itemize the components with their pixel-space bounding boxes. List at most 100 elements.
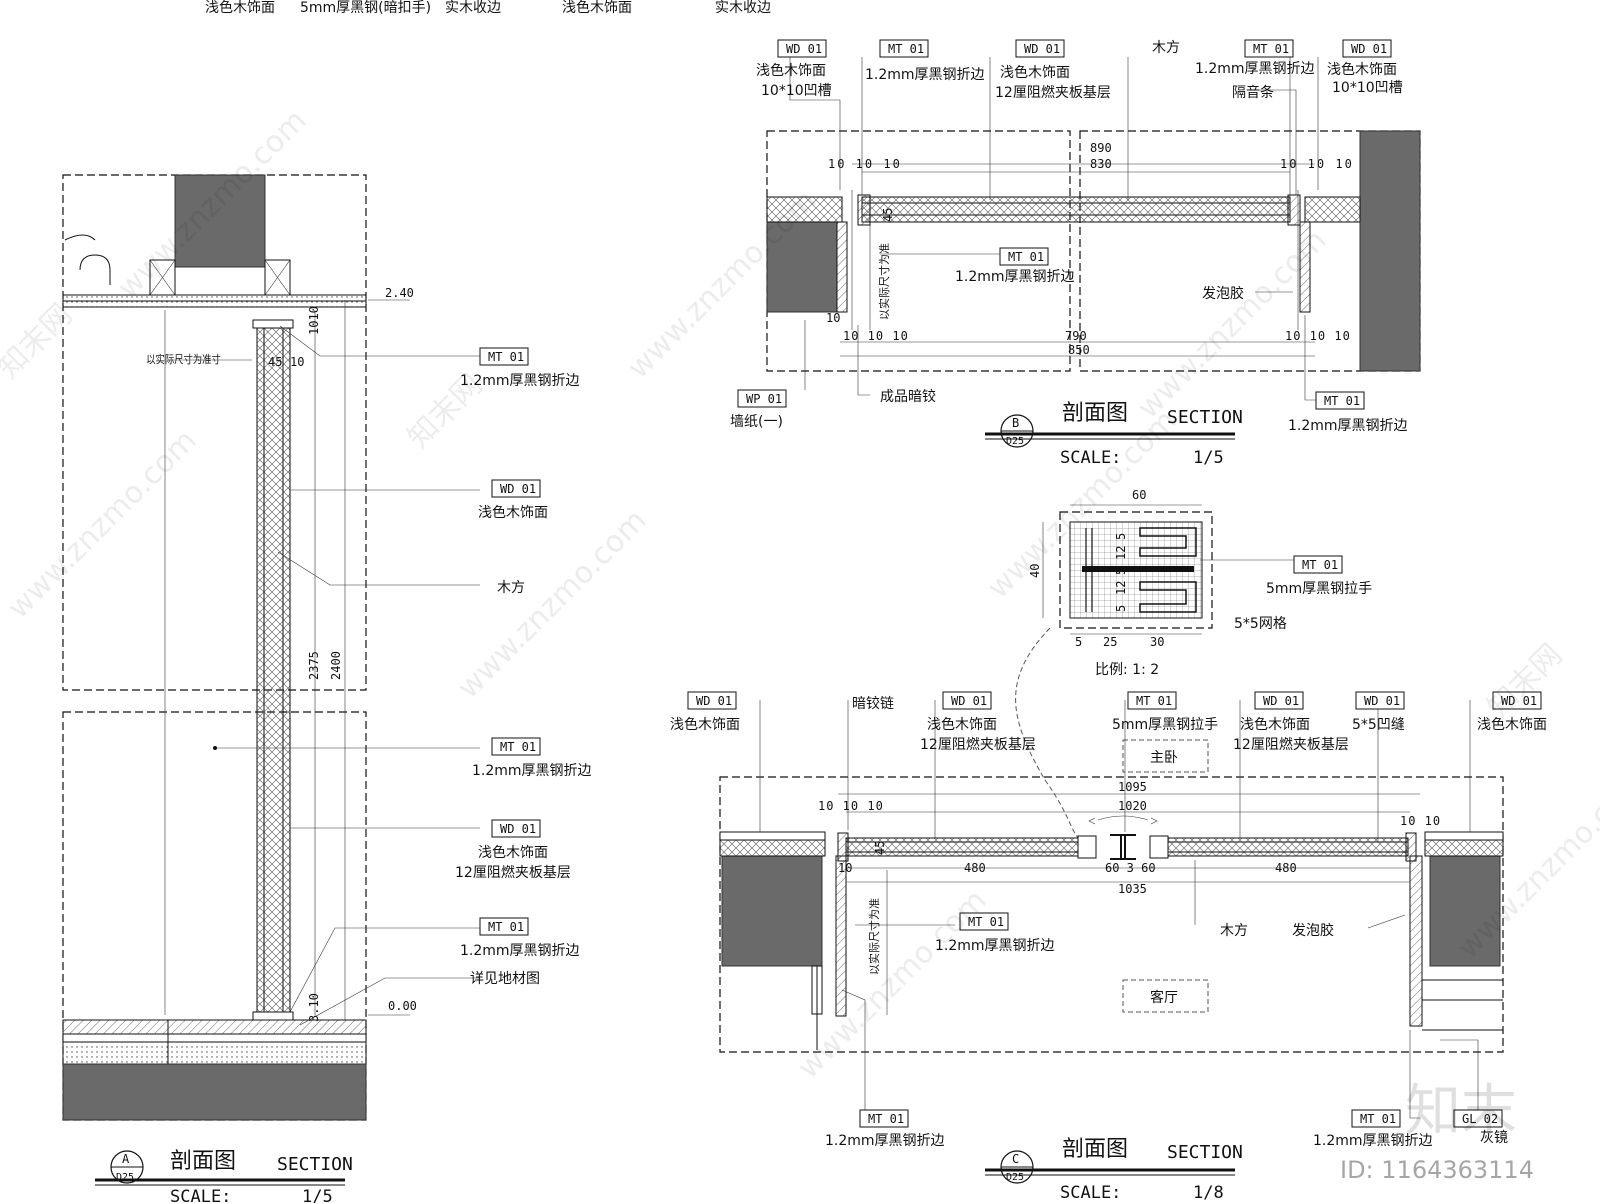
dim-b-830: 830 bbox=[1090, 157, 1112, 171]
dim-c-1020: 1020 bbox=[1118, 799, 1147, 813]
watermark-logo: 知末 bbox=[1405, 1079, 1517, 1144]
dim-hd-a12: 12 bbox=[1114, 546, 1128, 560]
callout-a-5: MT 01 1.2mm厚黑钢折边 bbox=[460, 917, 580, 959]
callout-b-10: MT 01 1.2mm厚黑钢折边 bbox=[1288, 391, 1408, 434]
callout-text: 1.2mm厚黑钢折边 bbox=[472, 763, 592, 779]
callout-b-8: WP 01 墙纸(一) bbox=[730, 389, 787, 430]
section-c-title: C D25 剖面图 SECTION SCALE: 1/8 bbox=[985, 1137, 1243, 1203]
dim-actual-b: 以实际尺寸为准 bbox=[877, 243, 891, 320]
callout-c-11: MT 01 1.2mm厚黑钢折边 bbox=[1313, 1109, 1433, 1149]
callout-b-1: MT 01 1.2mm厚黑钢折边 bbox=[865, 39, 985, 83]
callout-tag: MT 01 bbox=[500, 740, 536, 754]
callout-text: 浅色木饰面 bbox=[478, 844, 548, 861]
dim-b-10: 10 bbox=[826, 311, 840, 325]
door-leaf bbox=[256, 324, 291, 1016]
dim-c-480a: 480 bbox=[964, 861, 986, 875]
handle-tag: MT 01 bbox=[1302, 558, 1338, 572]
callout-tag: WD 01 bbox=[786, 42, 822, 56]
callout-c-9: 发泡胶 bbox=[1292, 922, 1334, 939]
dim-actual-c: 以实际尺寸为准 bbox=[867, 898, 881, 975]
watermark-id: ID: 1164363114 bbox=[1340, 1156, 1534, 1184]
wall-left-c bbox=[721, 855, 823, 967]
callout-tag: GL 02 bbox=[1462, 1112, 1498, 1126]
callout-tag: MT 01 bbox=[1253, 42, 1289, 56]
top-strip-label: 实木收边 bbox=[715, 0, 771, 16]
callout-text: 1.2mm厚黑钢折边 bbox=[1313, 1133, 1433, 1149]
handle-detail: 60 40 5 12 5 12 5 5 25 30 MT 01 5mm厚黑钢拉手… bbox=[1015, 488, 1372, 841]
door-leaf-b bbox=[861, 196, 1291, 223]
handle-c bbox=[1110, 834, 1136, 860]
section-a-frame-lower bbox=[62, 711, 367, 1121]
dim-hd-b12: 12 bbox=[1114, 581, 1128, 595]
floor-screed bbox=[62, 1041, 367, 1065]
section-c-frame bbox=[719, 776, 1504, 1053]
dim-a-310: 3.10 bbox=[307, 993, 321, 1022]
callout-text: 12厘阻燃夹板基层 bbox=[995, 84, 1111, 101]
scale-label: SCALE: bbox=[1060, 1183, 1121, 1203]
callout-b-4: MT 01 1.2mm厚黑钢折边 隔音条 bbox=[1195, 39, 1315, 101]
title-tag-sheet: D25 bbox=[1006, 436, 1024, 447]
callout-c-10: MT 01 1.2mm厚黑钢折边 bbox=[825, 1109, 945, 1149]
callout-text: 1.2mm厚黑钢折边 bbox=[460, 373, 580, 389]
handle-text: 5mm厚黑钢拉手 bbox=[1266, 581, 1372, 597]
scale-label: SCALE: bbox=[1060, 448, 1121, 468]
callout-a-1: WD 01 浅色木饰面 bbox=[478, 479, 548, 521]
callout-text: 木方 bbox=[497, 580, 525, 596]
scale-value: 1/5 bbox=[302, 1187, 333, 1203]
callout-text: 木方 bbox=[1152, 40, 1180, 56]
wall-right bbox=[1359, 130, 1421, 372]
callout-text: 隔音条 bbox=[1232, 84, 1274, 101]
dim-c-right-row: 10 10 bbox=[1400, 814, 1441, 828]
title-cn: 剖面图 bbox=[170, 1149, 236, 1174]
watermark-brand: 知末网 bbox=[0, 297, 79, 385]
callout-tag: WD 01 bbox=[500, 482, 536, 496]
callout-tag: WP 01 bbox=[746, 392, 782, 406]
callout-c-2: WD 01 浅色木饰面 12厘阻燃夹板基层 bbox=[920, 691, 1036, 753]
callout-text: 灰镜 bbox=[1480, 1130, 1508, 1146]
dim-b-bot-right: 10 10 10 bbox=[1285, 329, 1351, 343]
dim-a-000: 0.00 bbox=[388, 999, 417, 1013]
callout-text: 1.2mm厚黑钢折边 bbox=[865, 67, 985, 83]
title-tag-sheet: D25 bbox=[116, 1172, 134, 1183]
callout-text: 浅色木饰面 bbox=[478, 504, 548, 521]
dim-c-left-row: 10 10 10 bbox=[818, 799, 884, 813]
callout-text: 1.2mm厚黑钢折边 bbox=[1288, 418, 1408, 434]
scale-value: 1/8 bbox=[1193, 1183, 1224, 1203]
callout-text: 12厘阻燃夹板基层 bbox=[920, 736, 1036, 753]
callout-c-4: WD 01 浅色木饰面 12厘阻燃夹板基层 bbox=[1233, 691, 1349, 753]
dim-c-10: 10 bbox=[838, 861, 852, 875]
callout-a-4: WD 01 浅色木饰面 12厘阻燃夹板基层 bbox=[455, 819, 571, 881]
title-tag-letter: C bbox=[1012, 1152, 1019, 1166]
room-box-top bbox=[1122, 739, 1209, 773]
callout-c-1: 暗铰链 bbox=[852, 696, 894, 712]
callout-tag: WD 01 bbox=[1351, 42, 1387, 56]
callout-text: 浅色木饰面 bbox=[1477, 716, 1547, 733]
wall-left bbox=[766, 221, 838, 313]
callout-text: 1.2mm厚黑钢折边 bbox=[1195, 61, 1315, 77]
handle-scale: 比例: 1: 2 bbox=[1095, 662, 1159, 678]
callout-tag: MT 01 bbox=[1360, 1112, 1396, 1126]
dim-c-mid: 60 3 60 bbox=[1105, 861, 1156, 875]
callout-text: 1.2mm厚黑钢折边 bbox=[955, 269, 1075, 285]
callout-tag: WD 01 bbox=[696, 694, 732, 708]
callout-c-5: WD 01 5*5凹缝 bbox=[1352, 691, 1405, 733]
callout-tag: WD 01 bbox=[1501, 694, 1537, 708]
callout-text: 浅色木饰面 bbox=[927, 716, 997, 733]
dim-hd-c5: 5 bbox=[1114, 605, 1128, 612]
title-en: SECTION bbox=[277, 1154, 353, 1175]
handle-grid-text: 5*5网格 bbox=[1234, 616, 1287, 632]
dim-b-850: 850 bbox=[1068, 343, 1090, 357]
callout-b-9: 成品暗铰 bbox=[880, 389, 936, 405]
steel-edge-top bbox=[252, 319, 294, 329]
callout-text: 成品暗铰 bbox=[880, 389, 936, 405]
dim-c-1035: 1035 bbox=[1118, 882, 1147, 896]
callout-text: 浅色木饰面 bbox=[1240, 716, 1310, 733]
callout-tag: MT 01 bbox=[488, 350, 524, 364]
section-c: 主卧 客厅 1095 1020 10 10 10 bbox=[670, 691, 1547, 1203]
callout-text: 暗铰链 bbox=[852, 696, 894, 712]
callout-text: 10*10凹槽 bbox=[761, 83, 832, 99]
title-tag-letter: B bbox=[1012, 416, 1019, 430]
steel-edge-bottom bbox=[252, 1011, 294, 1021]
title-tag-letter: A bbox=[122, 1152, 130, 1166]
callout-tag: WD 01 bbox=[951, 694, 987, 708]
